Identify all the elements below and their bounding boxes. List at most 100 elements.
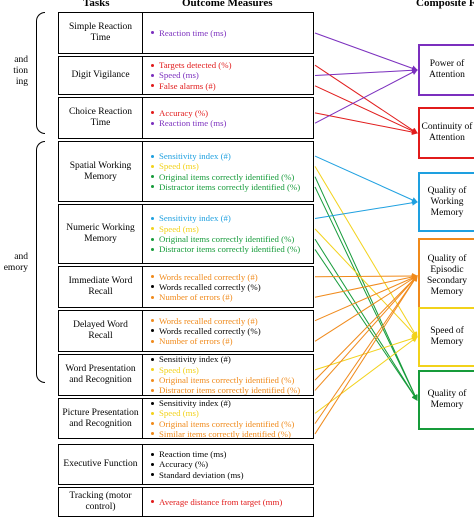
outcome-measures-list: Sensitivity index (#)Speed (ms)Original … xyxy=(143,355,313,395)
connection-arrow xyxy=(314,176,418,401)
task-name: Executive Function xyxy=(59,445,143,484)
task-row: Simple Reaction Time Reaction time (ms) xyxy=(58,12,314,54)
composite-factor-box: Continuity of Attention xyxy=(418,107,474,159)
outcome-measure-text: Accuracy (%) xyxy=(159,459,209,470)
connection-arrow xyxy=(314,155,418,203)
outcome-measure: Speed (ms) xyxy=(151,408,313,418)
outcome-measure-text: Speed (ms) xyxy=(159,161,199,172)
connection-arrow xyxy=(314,335,418,371)
bullet-icon xyxy=(151,237,154,241)
bullet-icon xyxy=(151,247,154,251)
outcome-measure: Original items correctly identified (%) xyxy=(151,419,313,429)
bullet-icon xyxy=(151,164,154,168)
outcome-measure: Original items correctly identified (%) xyxy=(151,172,313,182)
bullet-icon xyxy=(151,31,154,35)
tasks-header: Tasks xyxy=(83,0,110,9)
connection-arrow xyxy=(314,67,418,76)
task-name: Simple Reaction Time xyxy=(59,13,143,53)
bullet-icon xyxy=(151,411,154,415)
bullet-icon xyxy=(151,227,154,231)
outcome-measure-text: Speed (ms) xyxy=(159,223,199,234)
bullet-icon xyxy=(151,401,154,405)
composite-factor-box: Power of Attention xyxy=(418,44,474,96)
task-name: Immediate Word Recall xyxy=(59,267,143,307)
outcome-measure-text: Sensitivity index (#) xyxy=(159,399,231,408)
outcome-measure-text: Speed (ms) xyxy=(159,364,199,375)
memory-label-line-1: and xyxy=(14,252,28,262)
outcome-measure-text: Targets detected (%) xyxy=(159,60,232,71)
task-name: Delayed Word Recall xyxy=(59,311,143,351)
task-name: Tracking (motor control) xyxy=(59,488,143,516)
connection-arrow xyxy=(314,275,418,381)
task-name: Word Presentation and Recognition xyxy=(59,355,143,395)
composite-factor-box: Speed of Memory xyxy=(418,307,474,367)
outcome-measure: False alarms (#) xyxy=(151,81,313,91)
outcome-measure-text: Standard deviation (ms) xyxy=(159,469,244,480)
bullet-icon xyxy=(151,84,154,88)
outcome-measure: Targets detected (%) xyxy=(151,60,313,70)
outcome-measure: Sensitivity index (#) xyxy=(151,399,313,408)
connection-arrow xyxy=(314,32,418,72)
outcome-measure-text: Reaction time (ms) xyxy=(159,449,227,460)
connection-arrow xyxy=(314,275,418,391)
bullet-icon xyxy=(151,285,154,289)
composite-factor-box: Quality of Episodic Secondary Memory xyxy=(418,238,474,314)
attention-section-label: and tion ing xyxy=(0,55,28,88)
task-row: Tracking (motor control)Average distance… xyxy=(58,487,314,517)
outcome-measure: Words recalled correctly (%) xyxy=(151,326,313,336)
task-name: Choice Reaction Time xyxy=(59,98,143,138)
outcome-measure-text: Original items correctly identified (%) xyxy=(159,171,295,182)
outcome-measure-text: Distractor items correctly identified (%… xyxy=(159,181,301,192)
outcome-measure-text: Speed (ms) xyxy=(159,408,199,419)
outcome-measure-text: Words recalled correctly (#) xyxy=(159,315,258,326)
bullet-icon xyxy=(151,329,154,333)
bullet-icon xyxy=(151,175,154,179)
outcome-measure-text: Sensitivity index (#) xyxy=(159,355,231,365)
bullet-icon xyxy=(151,368,154,372)
outcome-measure-text: Speed (ms) xyxy=(159,70,199,81)
task-row: Immediate Word Recall Words recalled corr… xyxy=(58,266,314,308)
bullet-icon xyxy=(151,378,154,382)
outcome-measure-text: Accuracy (%) xyxy=(159,107,209,118)
bullet-icon xyxy=(151,432,154,436)
outcome-measure: Reaction time (ms) xyxy=(151,28,313,38)
bullet-icon xyxy=(151,339,154,343)
outcome-measure: Speed (ms) xyxy=(151,70,313,80)
outcome-measure: Number of errors (#) xyxy=(151,336,313,346)
connection-arrow xyxy=(314,238,418,401)
bullet-icon xyxy=(151,121,154,125)
connection-arrow xyxy=(314,274,418,298)
outcome-measure-text: Original items correctly identified (%) xyxy=(159,234,295,244)
outcome-measures-list: Targets detected (%)Speed (ms)False alar… xyxy=(143,57,313,94)
connection-arrow xyxy=(314,275,418,342)
attention-label-line-3: ing xyxy=(15,77,28,87)
outcome-measure: Similar items correctly identified (%) xyxy=(151,429,313,438)
outcome-measures-list: Average distance from target (mm) xyxy=(143,488,313,516)
attention-label-line-1: and xyxy=(14,55,28,65)
outcome-measure: Original items correctly identified (%) xyxy=(151,234,313,244)
outcome-measure: Sensitivity index (#) xyxy=(151,151,313,161)
connection-arrow xyxy=(314,112,418,135)
outcome-measure: Words recalled correctly (#) xyxy=(151,272,313,282)
bullet-icon xyxy=(151,388,154,392)
outcome-measure-text: Reaction time (ms) xyxy=(159,27,227,38)
bullet-icon xyxy=(151,500,154,504)
bullet-icon xyxy=(151,319,154,323)
outcome-measure: Speed (ms) xyxy=(151,365,313,375)
outcome-measure: Number of errors (#) xyxy=(151,292,313,302)
connection-arrow xyxy=(314,69,418,124)
outcome-measures-list: Reaction time (ms) xyxy=(143,13,313,53)
bullet-icon xyxy=(151,422,154,426)
bullet-icon xyxy=(151,275,154,279)
outcome-measure: Standard deviation (ms) xyxy=(151,470,313,480)
bullet-icon xyxy=(151,295,154,299)
connection-arrow xyxy=(314,275,418,322)
outcome-measure-text: Similar items correctly identified (%) xyxy=(159,428,291,438)
outcome-measure: Sensitivity index (#) xyxy=(151,213,313,223)
